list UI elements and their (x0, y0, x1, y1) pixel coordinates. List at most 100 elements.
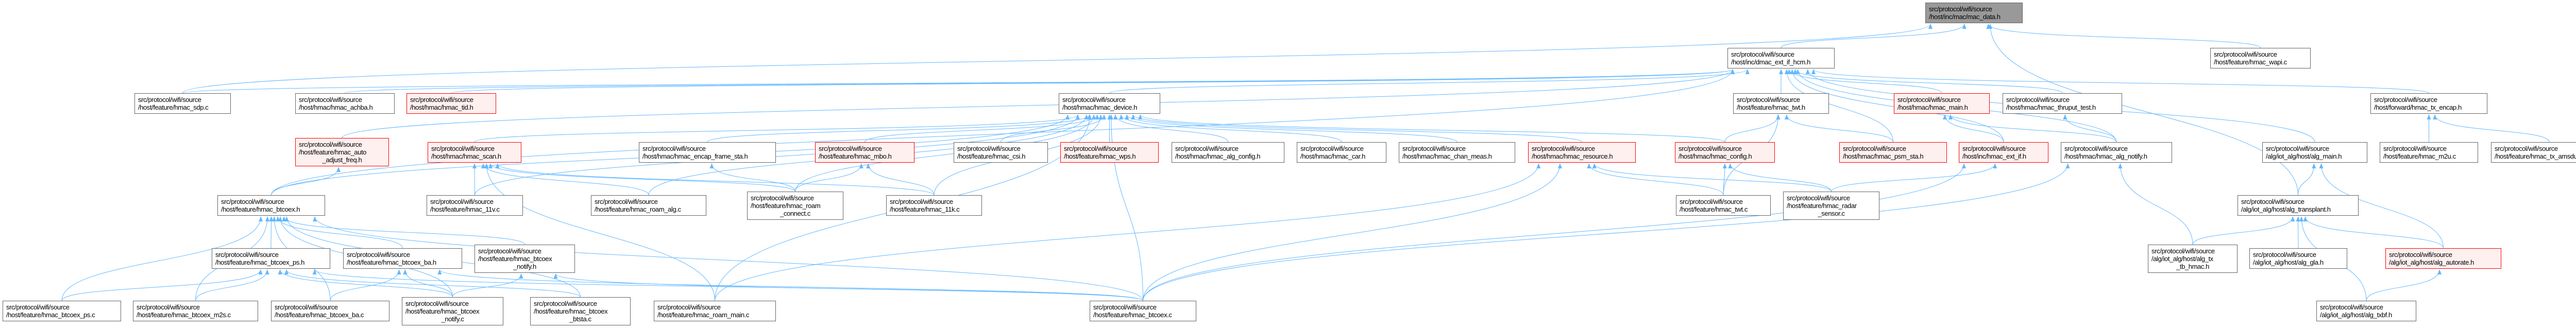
node-label-line: src/protocol/wifi/source (138, 96, 201, 103)
node-tx-amsdu-c[interactable]: src/protocol/wifi/source/host/feature/hm… (2491, 142, 2576, 163)
node-btcoex-notify-h[interactable]: src/protocol/wifi/source/host/feature/hm… (474, 245, 575, 273)
node-tx-encap-h[interactable]: src/protocol/wifi/source/host/forward/hm… (2370, 93, 2487, 114)
node-sdp-c[interactable]: src/protocol/wifi/source/host/feature/hm… (134, 93, 231, 114)
node-k11-c[interactable]: src/protocol/wifi/source/host/feature/hm… (886, 195, 982, 216)
node-label-line: /host/hmac/hmac_resource.h (1532, 152, 1613, 160)
node-btcoex-ps-c[interactable]: src/protocol/wifi/source/host/feature/hm… (3, 301, 121, 321)
edge-btcoex_ps_c-to-btcoex_ps_h (61, 269, 263, 301)
node-mbo-h[interactable]: src/protocol/wifi/source/host/feature/hm… (815, 142, 914, 163)
node-btcoex-c[interactable]: src/protocol/wifi/source/host/feature/hm… (1090, 301, 1196, 321)
node-v11-c[interactable]: src/protocol/wifi/source/host/feature/hm… (427, 195, 523, 216)
node-label-line: src/protocol/wifi/source (299, 96, 362, 103)
node-label-line: _notify.h (513, 263, 536, 270)
node-label-line: /host/feature/hmac_btcoex_ps.c (6, 311, 95, 319)
node-wapi-c[interactable]: src/protocol/wifi/source/host/feature/hm… (2210, 48, 2311, 68)
node-label-line: /host/feature/hmac_btcoex_ba.c (275, 311, 364, 319)
edge-device_h-to-dmac_hcm_h (1109, 69, 1750, 94)
node-label-line: /host/feature/hmac_wapi.c (2214, 58, 2287, 66)
node-alg-config-h[interactable]: src/protocol/wifi/source/host/hmac/hmac_… (1172, 142, 1284, 163)
node-m2u-c[interactable]: src/protocol/wifi/source/host/feature/hm… (2380, 142, 2478, 163)
node-auto-adjust-h[interactable]: src/protocol/wifi/source/host/feature/hm… (295, 138, 389, 166)
node-label-line: /host/feature/hmac_twt.c (1680, 205, 1748, 213)
node-label-line: /host/forward/hmac_tx_encap.h (2374, 103, 2462, 111)
node-tid-h[interactable]: src/protocol/wifi/source/host/hmac/hmac_… (406, 93, 496, 114)
node-achba-h[interactable]: src/protocol/wifi/source/host/hmac/hmac_… (295, 93, 395, 114)
node-label-line: /host/feature/hmac_roam_main.c (657, 311, 750, 319)
node-label-line: src/protocol/wifi/source (1300, 145, 1364, 152)
node-label-line: /host/feature/hmac_wps.h (1064, 152, 1136, 160)
node-twt-c[interactable]: src/protocol/wifi/source/host/feature/hm… (1676, 195, 1771, 216)
edge-alg_transplant_h-to-alg_main_h (2298, 163, 2316, 196)
node-psm-sta-h[interactable]: src/protocol/wifi/source/host/hmac/hmac_… (1839, 142, 1947, 163)
node-label-line: /host/hmac/hmac_thruput_test.h (2006, 103, 2096, 111)
node-twt-h[interactable]: src/protocol/wifi/source/host/feature/hm… (1733, 93, 1829, 114)
edge-thruput_h-to-dmac_hcm_h (1793, 69, 2063, 94)
node-label-line: /host/feature/hmac_csi.h (957, 152, 1026, 160)
node-alg-gla-h[interactable]: src/protocol/wifi/source/alg/iot_alg/hos… (2249, 248, 2347, 269)
node-label-line: /host/feature/hmac_roam (751, 202, 821, 210)
edge-btcoex_c-to-btcoex_ba_h (437, 269, 1143, 301)
node-car-h[interactable]: src/protocol/wifi/source/host/hmac/hmac_… (1297, 142, 1386, 163)
edge-auto_adjust_h-to-dmac_hcm_h (342, 69, 1735, 139)
node-label-line: src/protocol/wifi/source (534, 300, 597, 307)
edge-chan_meas_h-to-device_h (1125, 114, 1458, 143)
node-csi-h[interactable]: src/protocol/wifi/source/host/feature/hm… (954, 142, 1048, 163)
node-label-line: src/protocol/wifi/source (2006, 96, 2070, 103)
edge-wapi_c-to-mac_data_h (1986, 24, 2261, 48)
edge-roam_main_c-to-resource_h (715, 163, 1541, 301)
node-wps-h[interactable]: src/protocol/wifi/source/host/feature/hm… (1060, 142, 1159, 163)
node-alg-autorate-h[interactable]: src/protocol/wifi/source/alg/iot_alg/hos… (2385, 248, 2501, 269)
edge-tx_amsdu_c-to-tx_encap_h (2433, 114, 2550, 143)
node-btcoex-ba-c[interactable]: src/protocol/wifi/source/host/feature/hm… (271, 301, 389, 321)
edge-psm_sta_h-to-dmac_hcm_h (1784, 69, 1893, 143)
node-btcoex-ps-h[interactable]: src/protocol/wifi/source/host/feature/hm… (212, 248, 330, 269)
node-alg-tx-tb-h[interactable]: src/protocol/wifi/source/alg/iot_alg/hos… (2148, 245, 2238, 273)
node-roam-alg-c[interactable]: src/protocol/wifi/source/host/feature/hm… (591, 195, 706, 216)
node-alg-notify-h[interactable]: src/protocol/wifi/source/host/hmac/hmac_… (2061, 142, 2172, 163)
node-alg-txbf-h[interactable]: src/protocol/wifi/source/alg/iot_alg/hos… (2316, 301, 2416, 321)
node-label-line: src/protocol/wifi/source (275, 303, 338, 311)
node-btcoex-notify-c[interactable]: src/protocol/wifi/source/host/feature/hm… (402, 297, 503, 325)
node-config-h[interactable]: src/protocol/wifi/source/host/hmac/hmac_… (1675, 142, 1775, 163)
node-btcoex-m2s-c[interactable]: src/protocol/wifi/source/host/feature/hm… (133, 301, 258, 321)
node-scan-h[interactable]: src/protocol/wifi/source/host/hmac/hmac_… (428, 142, 521, 163)
node-device-h[interactable]: src/protocol/wifi/source/host/hmac/hmac_… (1059, 93, 1160, 114)
edge-btcoex_notify_c-to-btcoex_ba_h (403, 269, 453, 298)
node-label-line: src/protocol/wifi/source (751, 194, 814, 202)
edge-btcoex_notify_c-to-btcoex_ps_h (278, 269, 453, 298)
node-label-line: src/protocol/wifi/source (347, 251, 410, 258)
node-radar-c[interactable]: src/protocol/wifi/source/host/feature/hm… (1783, 192, 1879, 220)
node-dmac-hcm-h[interactable]: src/protocol/wifi/source/host/inc/dmac_e… (1727, 48, 1835, 68)
edge-btcoex_notify_c-to-btcoex_notify_h (452, 273, 523, 298)
node-ext-if-h[interactable]: src/protocol/wifi/source/host/inc/hmac_e… (1959, 142, 2048, 163)
node-label-line: /alg/iot_alg/host/alg_autorate.h (2389, 258, 2474, 266)
node-label-line: _notify.c (441, 315, 464, 323)
edge-scan_h-to-device_h (474, 114, 1080, 143)
node-alg-transplant-h[interactable]: src/protocol/wifi/source/alg/iot_alg/hos… (2238, 195, 2359, 216)
node-label-line: src/protocol/wifi/source (1731, 50, 1794, 58)
node-roam-main-c[interactable]: src/protocol/wifi/source/host/feature/hm… (654, 301, 776, 321)
node-chan-meas-h[interactable]: src/protocol/wifi/source/host/hmac/hmac_… (1399, 142, 1515, 163)
node-label-line: src/protocol/wifi/source (1679, 145, 1742, 152)
node-label-line: /host/feature/hmac_m2u.c (2383, 152, 2456, 160)
node-resource-h[interactable]: src/protocol/wifi/source/host/hmac/hmac_… (1528, 142, 1636, 163)
node-roam-connect-c[interactable]: src/protocol/wifi/source/host/feature/hm… (747, 192, 843, 220)
edge-resource_h-to-device_h (1131, 114, 1582, 143)
node-btcoex-btsta-c[interactable]: src/protocol/wifi/source/host/feature/hm… (530, 297, 631, 325)
node-main-h[interactable]: src/protocol/wifi/source/host/hmac/hmac_… (1894, 93, 1990, 114)
edge-btcoex_c-to-btcoex_notify_h (553, 273, 1143, 301)
node-label-line: _connect.c (780, 210, 810, 217)
node-thruput-h[interactable]: src/protocol/wifi/source/host/hmac/hmac_… (2003, 93, 2122, 114)
node-btcoex-ba-h[interactable]: src/protocol/wifi/source/host/feature/hm… (343, 248, 462, 269)
edge-alg_notify_h-to-main_h (1948, 114, 2117, 143)
node-btcoex-h[interactable]: src/protocol/wifi/source/host/feature/hm… (217, 195, 325, 216)
node-label-line: /host/feature/hmac_roam_alg.c (595, 205, 681, 213)
node-label-line: /host/feature/hmac_11v.c (430, 205, 500, 213)
node-alg-main-h[interactable]: src/protocol/wifi/source/alg/iot_alg/hos… (2262, 142, 2367, 163)
node-encap-sta-h[interactable]: src/protocol/wifi/source/host/hmac/hmac_… (639, 142, 776, 163)
edge-radar_c-to-config_h (1728, 163, 1832, 192)
edge-btcoex_ps_c-to-btcoex_h (61, 216, 263, 301)
edge-alg_config_h-to-device_h (1113, 114, 1228, 143)
node-label-line: src/protocol/wifi/source (431, 145, 495, 152)
